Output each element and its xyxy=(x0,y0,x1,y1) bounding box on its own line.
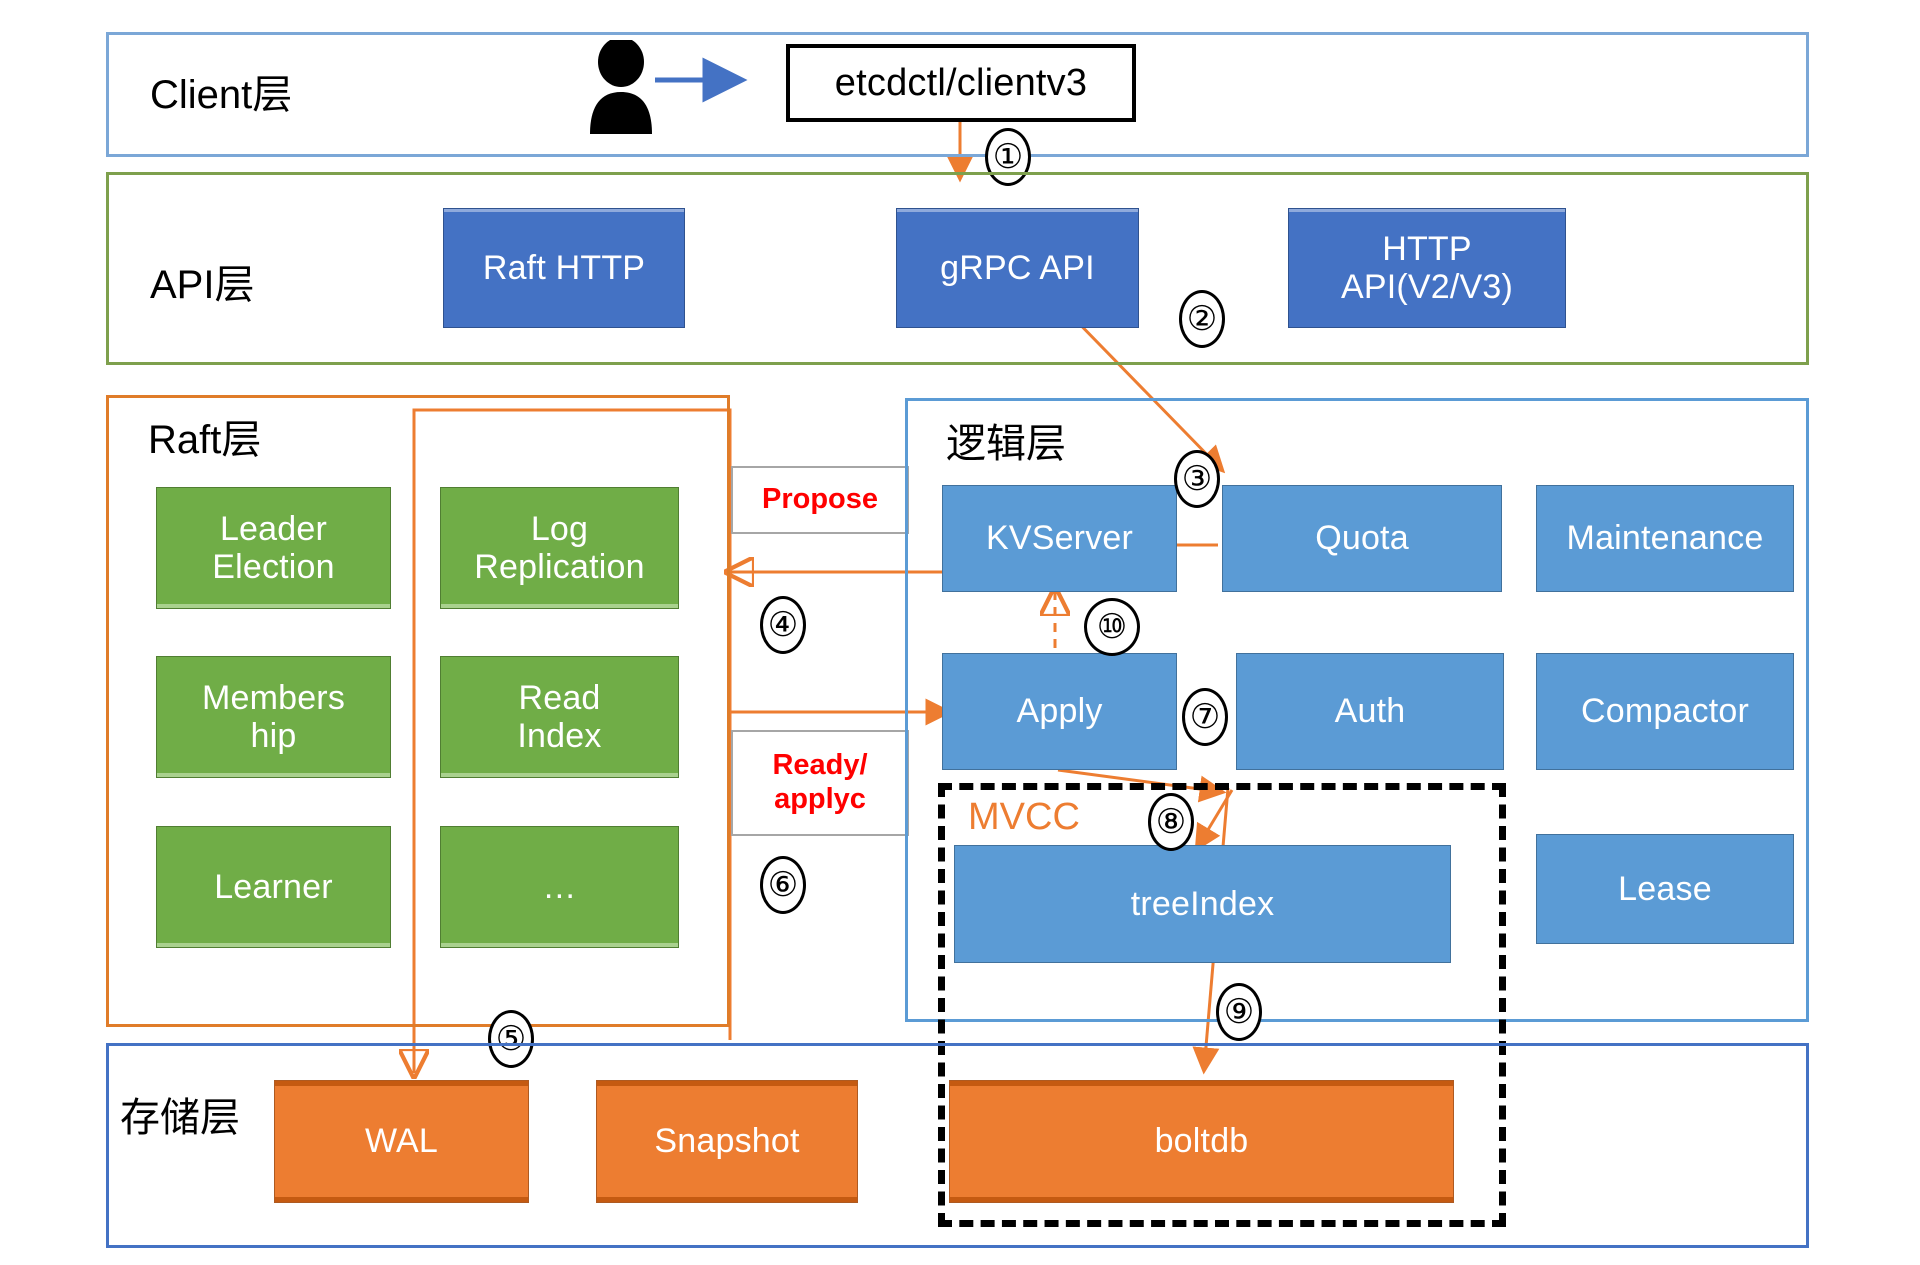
user-icon xyxy=(576,37,666,134)
node-boltdb[interactable]: boltdb xyxy=(949,1080,1454,1203)
node-learner[interactable]: Learner xyxy=(156,826,391,948)
node-leader-election-line2: Election xyxy=(212,548,335,586)
etcdctl-clientv3-box[interactable]: etcdctl/clientv3 xyxy=(786,44,1136,122)
node-log-replication-line2: Replication xyxy=(474,548,645,586)
node-quota[interactable]: Quota xyxy=(1222,485,1502,592)
step-10-marker: ⑩ xyxy=(1084,598,1140,656)
node-treeindex[interactable]: treeIndex xyxy=(954,845,1451,963)
step-5-marker: ⑤ xyxy=(488,1010,534,1068)
step-8-marker: ⑧ xyxy=(1148,793,1194,851)
node-membership-line2: hip xyxy=(250,717,297,755)
node-lease[interactable]: Lease xyxy=(1536,834,1794,944)
node-grpc-api[interactable]: gRPC API xyxy=(896,208,1139,328)
node-http-api[interactable]: HTTP API(V2/V3) xyxy=(1288,208,1566,328)
node-leader-election[interactable]: Leader Election xyxy=(156,487,391,609)
node-http-api-line1: HTTP xyxy=(1382,229,1472,268)
storage-layer-container xyxy=(106,1043,1809,1248)
node-read-index[interactable]: Read Index xyxy=(440,656,679,778)
node-wal[interactable]: WAL xyxy=(274,1080,529,1203)
node-auth[interactable]: Auth xyxy=(1236,653,1504,770)
node-http-api-line2: API(V2/V3) xyxy=(1340,268,1514,306)
mvcc-group-box xyxy=(938,783,1506,1227)
step-6-marker: ⑥ xyxy=(760,856,806,914)
logic-layer-container xyxy=(905,398,1809,1022)
raft-layer-title: Raft层 xyxy=(148,418,262,462)
node-membership-line1: Members xyxy=(201,678,346,717)
step-7-marker: ⑦ xyxy=(1182,688,1228,746)
storage-layer-title: 存储层 xyxy=(120,1096,240,1140)
node-maintenance[interactable]: Maintenance xyxy=(1536,485,1794,592)
logic-layer-title: 逻辑层 xyxy=(946,422,1066,466)
node-apply[interactable]: Apply xyxy=(942,653,1177,770)
node-log-replication[interactable]: Log Replication xyxy=(440,487,679,609)
step-4-marker: ④ xyxy=(760,596,806,654)
callout-ready-line2: applyc xyxy=(774,783,866,815)
callout-propose-label: Propose xyxy=(761,483,879,516)
node-read-index-line1: Read xyxy=(518,678,601,717)
step-1-marker: ① xyxy=(985,128,1031,186)
client-layer-container xyxy=(106,32,1809,157)
step-2-marker: ② xyxy=(1179,290,1225,348)
node-read-index-line2: Index xyxy=(517,717,602,755)
callout-ready-line1: Ready/ xyxy=(772,749,868,782)
node-log-replication-line1: Log xyxy=(530,509,589,548)
callout-ready-applyc: Ready/ applyc xyxy=(731,730,909,836)
node-snapshot[interactable]: Snapshot xyxy=(596,1080,858,1203)
node-raft-more[interactable]: … xyxy=(440,826,679,948)
raft-layer-container xyxy=(106,395,730,1027)
node-leader-election-line1: Leader xyxy=(219,509,328,548)
node-raft-http[interactable]: Raft HTTP xyxy=(443,208,685,328)
api-layer-container xyxy=(106,172,1809,365)
mvcc-label: MVCC xyxy=(968,796,1080,838)
node-kvserver[interactable]: KVServer xyxy=(942,485,1177,592)
node-compactor[interactable]: Compactor xyxy=(1536,653,1794,770)
step-3-marker: ③ xyxy=(1174,450,1220,508)
api-layer-title: API层 xyxy=(150,263,255,307)
client-layer-title: Client层 xyxy=(150,73,293,117)
node-membership[interactable]: Members hip xyxy=(156,656,391,778)
step-9-marker: ⑨ xyxy=(1216,983,1262,1041)
callout-propose: Propose xyxy=(731,466,909,534)
